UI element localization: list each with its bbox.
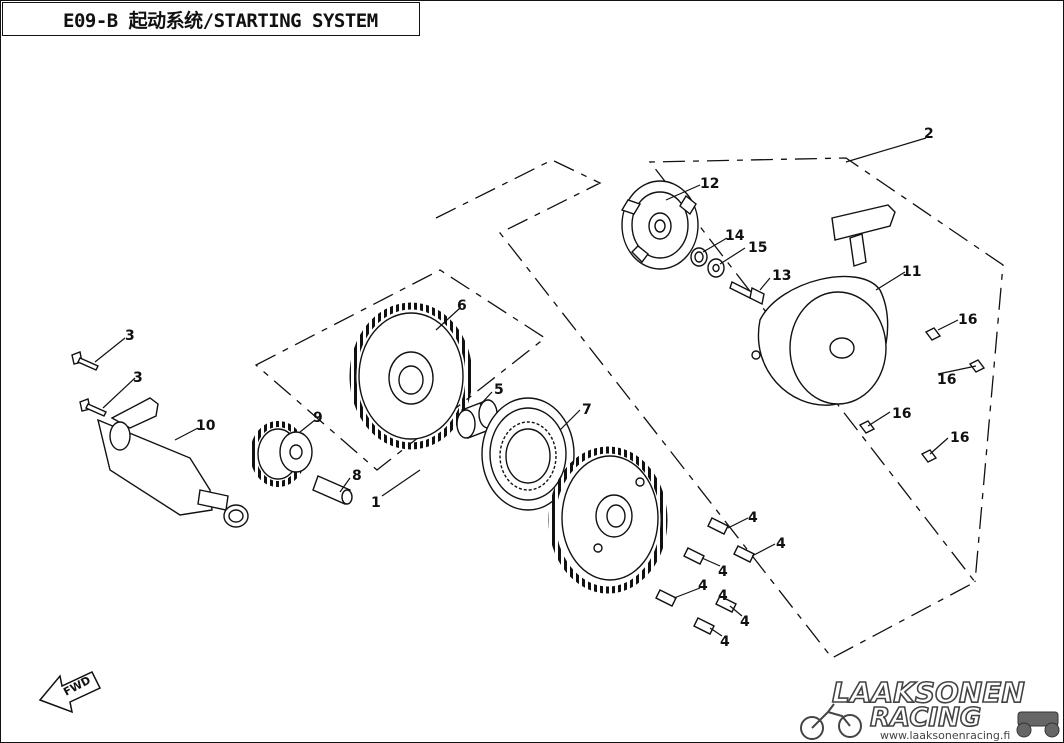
part-3-bolt <box>71 351 107 417</box>
part-8-shaft <box>312 475 353 505</box>
watermark-line1: LAAKSONEN <box>832 676 1025 709</box>
fwd-arrow-icon: FWD <box>38 671 102 714</box>
callout-2: 2 <box>924 126 934 142</box>
callout-4d: 4 <box>698 578 708 594</box>
callout-6: 6 <box>457 298 467 314</box>
part-4-bolt <box>655 517 755 635</box>
part-7-one-way-clutch <box>481 397 575 511</box>
callout-8: 8 <box>352 468 362 484</box>
callout-4a: 4 <box>748 510 758 526</box>
callout-9: 9 <box>313 410 323 426</box>
part-10-starter-motor <box>96 397 249 528</box>
callout-4b: 4 <box>776 536 786 552</box>
watermark-url: www.laaksonenracing.fi <box>880 729 1010 742</box>
part-6-driven-gear <box>349 302 473 450</box>
callout-3a: 3 <box>125 328 135 344</box>
bike-icon <box>800 703 862 740</box>
atv-icon <box>1016 711 1060 738</box>
callout-7: 7 <box>582 402 592 418</box>
callout-4f: 4 <box>720 634 730 650</box>
callout-4c: 4 <box>718 564 728 580</box>
part-11-recoil-starter <box>751 204 896 406</box>
callout-11: 11 <box>902 264 921 280</box>
callout-3b: 3 <box>133 370 143 386</box>
callout-4e: 4 <box>740 614 750 630</box>
callout-4g: 4 <box>718 588 728 604</box>
callout-5: 5 <box>494 382 504 398</box>
callout-16b: 16 <box>937 372 956 388</box>
diagram-title: E09-B 起动系统/STARTING SYSTEM <box>2 2 420 36</box>
watermark-line2: RACING <box>870 703 981 733</box>
callout-1: 1 <box>371 495 381 511</box>
callout-15: 15 <box>748 240 767 256</box>
group-outline-2 <box>435 157 1004 659</box>
callout-13: 13 <box>772 268 791 284</box>
callout-10: 10 <box>196 418 216 434</box>
part-13-bolt <box>729 281 765 306</box>
part-14-washer <box>690 247 708 267</box>
part-9-idle-gear <box>250 421 313 487</box>
callout-16d: 16 <box>950 430 969 446</box>
flywheel <box>548 446 668 594</box>
part-16-bolt <box>858 327 986 463</box>
leader-lines <box>94 137 977 637</box>
callout-12: 12 <box>700 176 719 192</box>
callout-16a: 16 <box>958 312 977 328</box>
callout-14: 14 <box>725 228 745 244</box>
group-outline-1 <box>254 269 547 471</box>
watermark-logo: LAAKSONEN RACING <box>831 675 1025 734</box>
callout-16c: 16 <box>892 406 911 422</box>
part-12-starter-cup <box>620 180 699 270</box>
part-15-washer <box>707 258 725 278</box>
